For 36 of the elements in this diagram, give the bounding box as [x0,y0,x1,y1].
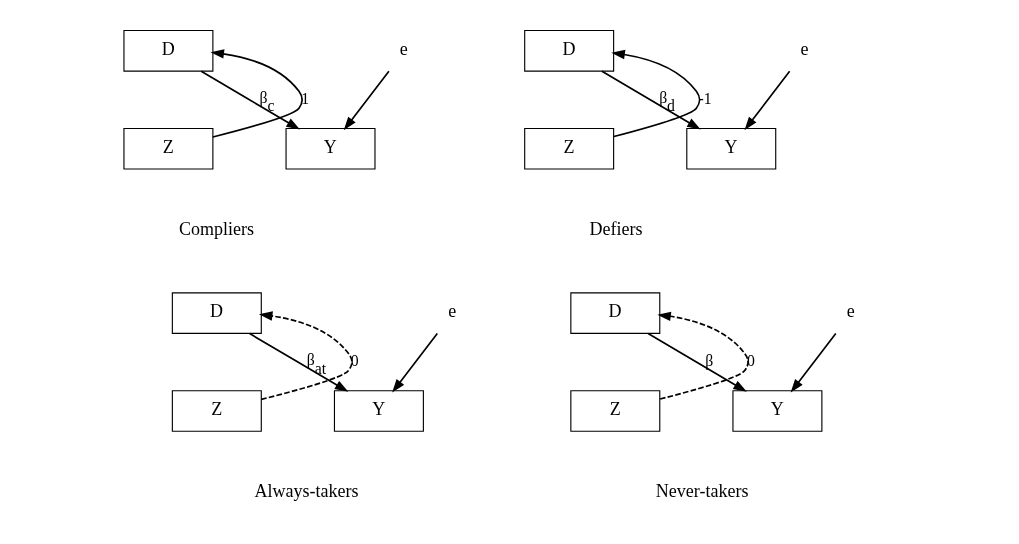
arrow [258,311,353,401]
node-text: e [846,301,855,322]
label: Never-takers [655,481,749,502]
node-box: Z [570,390,661,432]
arrow [657,311,749,400]
arrow [611,49,701,138]
arrow [744,70,791,131]
label: Compliers [179,219,255,240]
edge-label: -1 [698,89,712,107]
arrow [392,332,439,393]
node-box: Z [123,127,214,170]
node-box: Z [524,127,615,170]
edge-label: 1 [301,89,310,107]
arrow [647,332,747,392]
arrow [210,49,304,138]
node-text: e [448,301,457,322]
arrow [790,332,837,393]
node-box: Y [686,127,777,170]
arrow [601,70,701,130]
node-box: D [524,29,615,72]
node-box: D [123,29,214,72]
edge-label: 0 [747,352,755,370]
node-box: Y [732,390,823,432]
label: Always-takers [254,481,359,502]
label: Defiers [589,219,643,240]
node-text: e [399,39,408,60]
arrow [248,332,349,392]
arrow [200,70,300,130]
node-box: Y [285,127,376,170]
arrow [343,70,390,131]
edge-label: β [705,352,714,370]
node-text: e [800,39,809,60]
node-box: Z [171,390,262,432]
node-box: D [171,292,262,334]
node-box: D [570,292,661,334]
node-box: Y [333,390,424,432]
